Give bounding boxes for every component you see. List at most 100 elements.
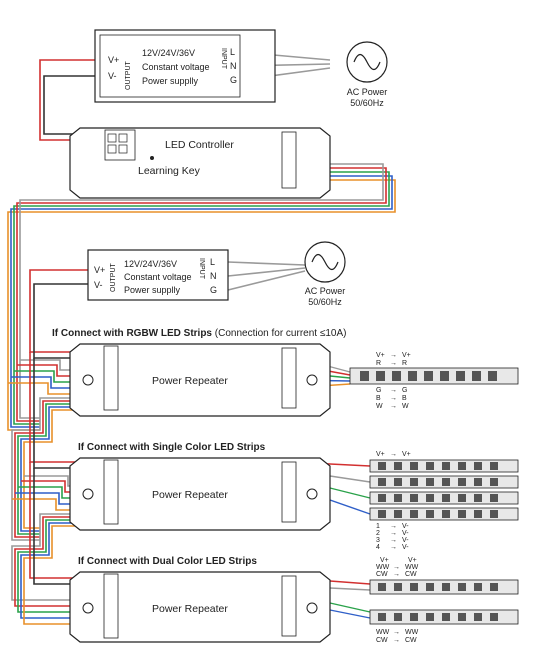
section3-heading: If Connect with Dual Color LED Strips bbox=[78, 556, 257, 567]
section-single: If Connect with Single Color LED Strips … bbox=[69, 442, 519, 551]
rgbw-arrow-4: → bbox=[390, 403, 397, 410]
section2-heading: If Connect with Single Color LED Strips bbox=[78, 442, 266, 453]
controller-title: LED Controller bbox=[165, 139, 234, 151]
top-power-supply: V+ V- OUTPUT 12V/24V/36V Constant voltag… bbox=[94, 29, 276, 103]
psu-in-l: L bbox=[230, 47, 235, 57]
repeater2-label: Power Repeater bbox=[152, 489, 228, 501]
psu-line-3: Power supplly bbox=[142, 76, 199, 86]
psu2-line-3: Power supplly bbox=[124, 285, 181, 295]
section-rgbw: If Connect with RGBW LED Strips (Connect… bbox=[52, 328, 519, 417]
single-map-r1: V- bbox=[402, 523, 409, 530]
single-map-r0: V+ bbox=[402, 451, 411, 458]
top-ac-source: AC Power 50/60Hz bbox=[346, 41, 388, 108]
dual-map-tl1: WW bbox=[376, 564, 390, 571]
repeater3-label: Power Repeater bbox=[152, 603, 228, 615]
single-map-l3: 3 bbox=[376, 537, 380, 544]
rgbw-mapping: V+ → V+ R → R G → G B → B W → W bbox=[376, 352, 411, 410]
repeater3-body bbox=[69, 571, 331, 643]
rgbw-strip-leds bbox=[360, 371, 497, 381]
dual-arrow-b1: → bbox=[393, 637, 400, 644]
rgbw-map-l3: B bbox=[376, 395, 381, 402]
section1-heading: If Connect with RGBW LED Strips (Connect… bbox=[52, 328, 346, 339]
single-strips bbox=[369, 459, 519, 521]
dual-arrow-t1: → bbox=[393, 564, 400, 571]
dual-mapping: V+ V+ WW → WW CW → CW WW → WW CW → CW bbox=[376, 557, 419, 644]
repeater1-mount-icon bbox=[82, 374, 94, 386]
mid-ac-source: AC Power 50/60Hz bbox=[304, 241, 346, 307]
dual-map-tr0: V+ bbox=[408, 557, 417, 564]
psu-line-1: 12V/24V/36V bbox=[142, 48, 195, 58]
rgbw-arrow-3: → bbox=[390, 395, 397, 402]
mid-power-wires bbox=[29, 261, 306, 585]
single-arrow-2: → bbox=[390, 530, 397, 537]
led-controller: LED Controller Learning Key bbox=[69, 127, 331, 199]
rgbw-map-r3: B bbox=[402, 395, 407, 402]
dual-map-br0: WW bbox=[405, 629, 419, 636]
repeater3-mount-icon bbox=[82, 602, 94, 614]
dual-map-tr2: CW bbox=[405, 571, 417, 578]
single-arrow-3: → bbox=[390, 537, 397, 544]
learning-key-label: Learning Key bbox=[138, 165, 201, 177]
dual-map-bl1: CW bbox=[376, 637, 388, 644]
dual-map-tl2: CW bbox=[376, 571, 388, 578]
psu-out-plus: V+ bbox=[108, 55, 119, 65]
psu2-out-minus: V- bbox=[94, 280, 103, 290]
single-map-l2: 2 bbox=[376, 530, 380, 537]
repeater2-mount-icon-r bbox=[306, 488, 318, 500]
ac-line-2: 50/60Hz bbox=[350, 98, 384, 108]
rgbw-map-r1: R bbox=[402, 360, 407, 367]
psu2-line-2: Constant voltage bbox=[124, 272, 192, 282]
section1-heading-bold: If Connect with RGBW LED Strips bbox=[52, 328, 212, 339]
single-map-l0: V+ bbox=[376, 451, 385, 458]
psu2-line-1: 12V/24V/36V bbox=[124, 259, 177, 269]
ac-line-1: AC Power bbox=[347, 87, 388, 97]
repeater1-label: Power Repeater bbox=[152, 375, 228, 387]
psu-in-g: G bbox=[230, 75, 237, 85]
rgbw-map-r4: W bbox=[402, 403, 409, 410]
dual-strip-leds bbox=[378, 583, 498, 621]
rgbw-map-r2: G bbox=[402, 387, 407, 394]
single-arrow-0: → bbox=[390, 451, 397, 458]
repeater3-mount-icon-r bbox=[306, 602, 318, 614]
psu-out-minus: V- bbox=[108, 71, 117, 81]
ac2-line-1: AC Power bbox=[305, 286, 346, 296]
single-map-r2: V- bbox=[402, 530, 409, 537]
repeater1-mount-icon-r bbox=[306, 374, 318, 386]
single-mapping: V+ → V+ 1 → V- 2 → V- 3 → V- 4 → V- bbox=[376, 451, 411, 551]
rgbw-map-r0: V+ bbox=[402, 352, 411, 359]
dual-map-tr1: WW bbox=[405, 564, 419, 571]
psu2-input-label: INPUT bbox=[198, 258, 205, 280]
section-dual: If Connect with Dual Color LED Strips Po… bbox=[69, 556, 519, 644]
signal-bus-wires bbox=[7, 163, 396, 625]
single-map-r4: V- bbox=[402, 544, 409, 551]
repeater1-body bbox=[69, 343, 331, 417]
single-arrow-4: → bbox=[390, 544, 397, 551]
psu2-in-l: L bbox=[210, 257, 215, 267]
psu2-in-g: G bbox=[210, 285, 217, 295]
single-map-l1: 1 bbox=[376, 523, 380, 530]
mid-power-supply: V+ V- OUTPUT 12V/24V/36V Constant voltag… bbox=[87, 249, 229, 301]
psu2-out-plus: V+ bbox=[94, 265, 105, 275]
rgbw-map-l0: V+ bbox=[376, 352, 385, 359]
psu-output-label: OUTPUT bbox=[125, 61, 132, 91]
dual-map-br1: CW bbox=[405, 637, 417, 644]
section1-heading-note: (Connection for current ≤10A) bbox=[212, 328, 346, 339]
psu-input-label: INPUT bbox=[220, 48, 227, 70]
dual-map-tl0: V+ bbox=[380, 557, 389, 564]
rgbw-map-l2: G bbox=[376, 387, 381, 394]
learning-key-dot[interactable] bbox=[150, 156, 154, 160]
single-arrow-1: → bbox=[390, 523, 397, 530]
rgbw-map-l1: R bbox=[376, 360, 381, 367]
rgbw-arrow-2: → bbox=[390, 387, 397, 394]
ac2-line-2: 50/60Hz bbox=[308, 297, 342, 307]
psu-in-n: N bbox=[230, 61, 237, 71]
dual-arrow-t2: → bbox=[393, 571, 400, 578]
rgbw-arrow-1: → bbox=[390, 360, 397, 367]
psu2-output-label: OUTPUT bbox=[110, 263, 117, 293]
single-map-l4: 4 bbox=[376, 544, 380, 551]
psu-line-2: Constant voltage bbox=[142, 62, 210, 72]
psu2-in-n: N bbox=[210, 271, 217, 281]
rgbw-arrow-0: → bbox=[390, 352, 397, 359]
dual-arrow-b0: → bbox=[393, 629, 400, 636]
